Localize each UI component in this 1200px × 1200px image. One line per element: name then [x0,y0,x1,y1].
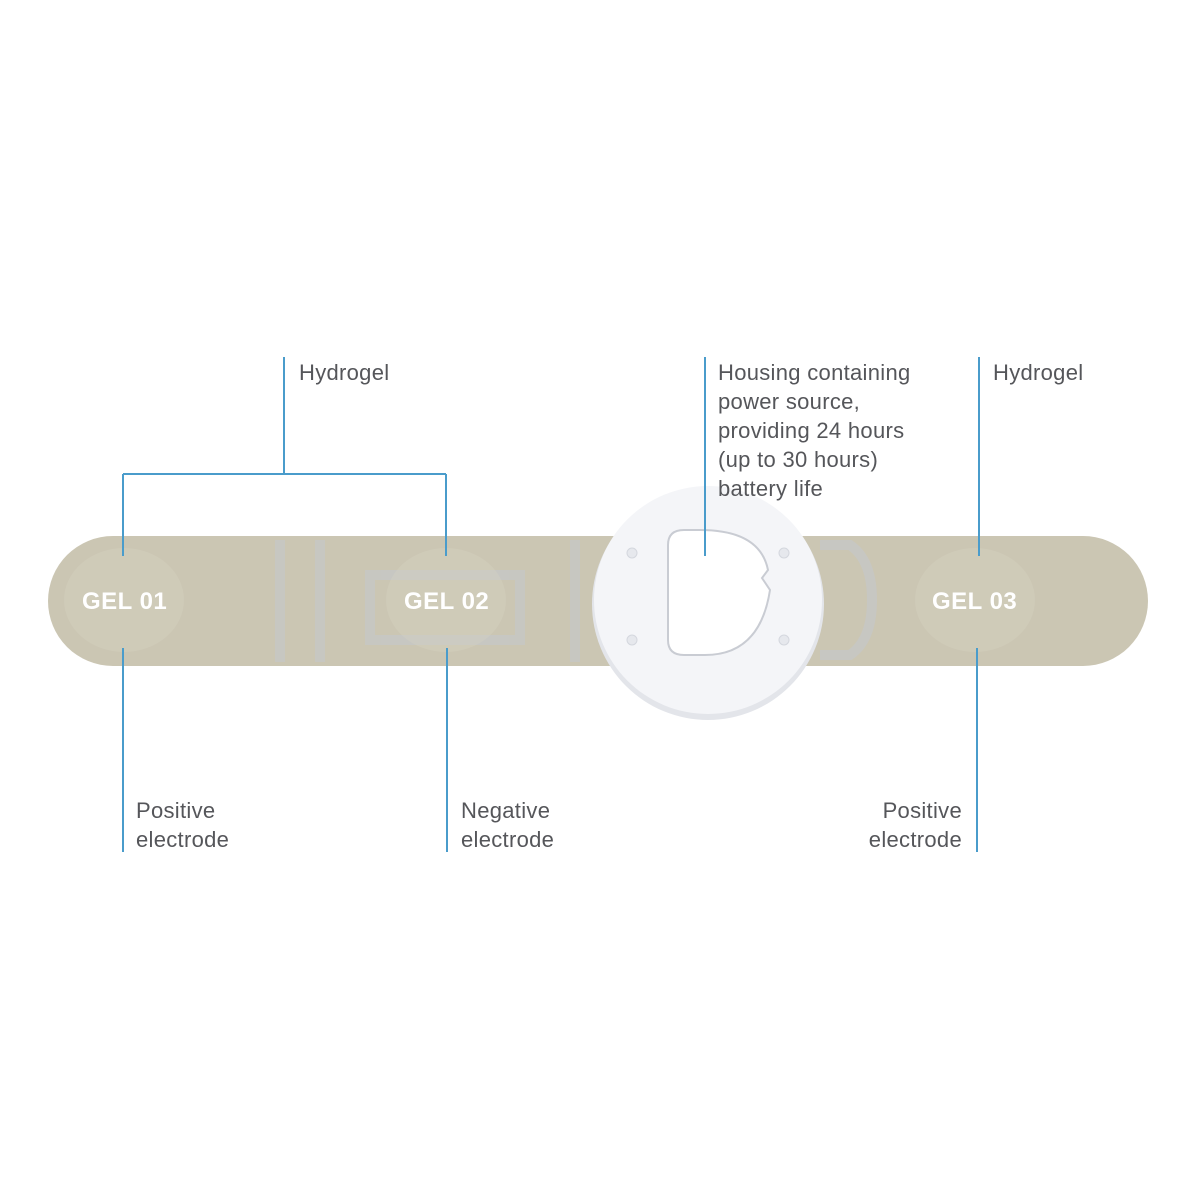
gel-pad-03 [915,548,1035,652]
callout-line: electrode [868,827,962,852]
housing-screw [778,547,790,559]
callout-housing: Housing containing power source, providi… [718,358,911,503]
callout-line: power source, [718,389,861,414]
callout-line: Positive [882,798,962,823]
callout-line: Hydrogel [993,360,1084,385]
callout-positive-left: Positive electrode [136,796,229,854]
callout-negative: Negative electrode [461,796,554,854]
callout-line: Positive [136,798,216,823]
circuit-trace [820,540,878,660]
gel-label-03: GEL 03 [932,588,1018,615]
callout-line: Negative [461,798,551,823]
leader-lines [122,357,980,852]
battery-cover [667,529,772,656]
callout-line: Housing containing [718,360,911,385]
callout-line: electrode [136,827,230,852]
callout-line: providing 24 hours [718,418,905,443]
housing-screw [626,634,638,646]
gel-pad-02 [386,548,506,652]
callout-positive-right: Positive electrode [869,796,962,854]
gel-label-01: GEL 01 [82,588,168,615]
callout-line: Hydrogel [299,360,390,385]
circuit-trace [365,570,525,645]
housing-screw [626,547,638,559]
gel-pad-01 [64,548,184,652]
callout-hydrogel-right: Hydrogel [993,358,1083,387]
callout-line: (up to 30 hours) [718,447,879,472]
callout-line: electrode [461,827,555,852]
housing-screw [778,634,790,646]
callout-line: battery life [718,476,824,501]
callout-hydrogel-left: Hydrogel [299,358,389,387]
gel-label-02: GEL 02 [404,588,490,615]
leader-hydrogel-left [122,357,447,556]
circuit-traces [275,540,878,662]
